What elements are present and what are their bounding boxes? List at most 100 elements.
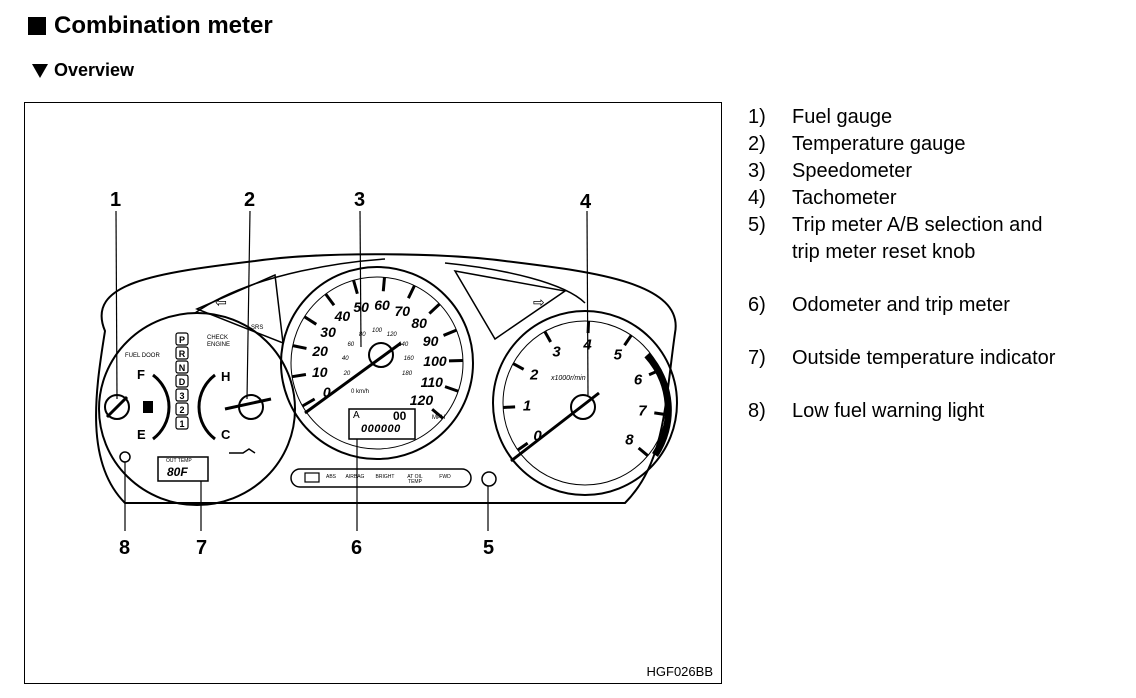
legend-item: 3)Speedometer bbox=[748, 158, 1092, 185]
tachometer-label: 0 bbox=[533, 427, 542, 445]
shift-letter: D bbox=[179, 377, 186, 387]
legend-text: Trip meter A/B selection and bbox=[792, 214, 1043, 236]
tachometer-needle bbox=[510, 391, 600, 463]
callout-1: 1 bbox=[110, 189, 122, 211]
speedometer-kmh-label: 160 bbox=[403, 355, 414, 362]
low-fuel-warning-light bbox=[119, 451, 131, 463]
tachometer-label: 3 bbox=[552, 343, 561, 361]
shift-box bbox=[175, 416, 189, 430]
speedometer-major-tick bbox=[407, 284, 416, 299]
speedometer-mph-label: 90 bbox=[422, 332, 439, 349]
legend-text: Temperature gauge bbox=[792, 133, 966, 155]
speedometer-mph-label: 80 bbox=[411, 315, 427, 332]
warning-light-strip bbox=[290, 468, 472, 488]
tachometer-hub bbox=[570, 394, 596, 420]
shift-letter: 1 bbox=[179, 419, 184, 429]
warning-light-label: AIRBAG bbox=[345, 474, 365, 480]
shift-box bbox=[175, 388, 189, 402]
speedometer-bezel bbox=[280, 266, 474, 460]
speedometer-major-tick bbox=[428, 302, 441, 315]
speedometer-mph-label: 40 bbox=[334, 308, 351, 325]
left-turn-hood bbox=[195, 273, 284, 345]
temp-cold-label: C bbox=[221, 427, 231, 442]
legend-text: Low fuel warning light bbox=[792, 400, 985, 422]
tachometer-major-tick bbox=[516, 441, 529, 452]
shift-letter: 2 bbox=[179, 405, 184, 415]
tachometer-label: 4 bbox=[583, 336, 592, 354]
figure-code: HGF026BB bbox=[646, 664, 713, 679]
odometer-display bbox=[348, 408, 416, 440]
page-title-text: Combination meter bbox=[54, 12, 273, 39]
speedometer-mph-label: 120 bbox=[409, 392, 434, 409]
fuel-full-label: F bbox=[137, 367, 145, 382]
legend-item: 1)Fuel gauge bbox=[748, 104, 1092, 131]
left-gauge-pod bbox=[98, 312, 296, 506]
tachometer-major-tick bbox=[654, 411, 667, 417]
speedometer-mph-label: 110 bbox=[420, 374, 443, 391]
tachometer-unit: x1000r/min bbox=[551, 375, 586, 382]
speedometer-major-tick bbox=[303, 315, 318, 326]
cluster-housing bbox=[95, 253, 677, 504]
check-engine-label: CHECK ENGINE bbox=[207, 335, 231, 348]
legend-item: 2) Temperature gauge bbox=[748, 131, 1092, 158]
triangle-down-icon bbox=[32, 63, 48, 78]
tachometer-label: 2 bbox=[529, 366, 539, 384]
legend-number: 5) bbox=[748, 214, 766, 236]
fuel-pump-icon bbox=[143, 401, 153, 413]
tachometer-label: 5 bbox=[613, 346, 622, 364]
callout-8: 8 bbox=[119, 537, 131, 559]
tachometer-label: 7 bbox=[638, 402, 647, 420]
section-subtitle: Overview bbox=[32, 60, 134, 81]
trip-letter: A bbox=[353, 410, 360, 421]
tachometer-major-tick bbox=[623, 334, 633, 347]
speedometer-mph-label: 10 bbox=[311, 364, 328, 381]
trip-value: 00 bbox=[393, 409, 407, 423]
fuel-door-label: FUEL DOOR bbox=[125, 353, 160, 359]
speedometer-major-tick bbox=[291, 372, 307, 379]
out-temp-label: OUT TEMP bbox=[166, 458, 192, 464]
left-turn-arrow-icon: ⇦ bbox=[215, 295, 227, 311]
trip-reset-knob[interactable] bbox=[481, 471, 497, 487]
legend-text: trip meter reset knob bbox=[792, 241, 976, 263]
out-temp-value: 80F bbox=[167, 465, 188, 479]
tachometer-major-tick bbox=[543, 330, 552, 343]
legend-text: Fuel gauge bbox=[792, 106, 893, 128]
speedometer-major-tick bbox=[444, 385, 459, 393]
speedometer-kmh-label: 100 bbox=[371, 328, 383, 334]
legend-item: 4)Tachometer bbox=[748, 185, 1092, 212]
callout-7: 7 bbox=[196, 537, 208, 559]
speedometer-mph-label: 50 bbox=[353, 299, 369, 316]
speedometer-kmh-label: 60 bbox=[347, 341, 355, 348]
legend-item: 6)Odometer and trip meter bbox=[748, 292, 1092, 319]
shift-box bbox=[175, 374, 189, 388]
speedometer-major-tick bbox=[324, 293, 336, 307]
temp-hot-label: H bbox=[221, 369, 231, 384]
warning-light-label: BRIGHT bbox=[375, 474, 395, 480]
legend-item: trip meter reset knob bbox=[748, 239, 1092, 266]
shift-box bbox=[175, 360, 189, 374]
tachometer-redzone bbox=[644, 352, 672, 457]
srs-label: SRS bbox=[251, 325, 264, 331]
legend-number: 2) bbox=[748, 133, 766, 155]
warning-light-label: AT OIL TEMP bbox=[407, 474, 423, 485]
speedometer-major-tick bbox=[292, 344, 307, 350]
legend-text: Outside temperature indicator bbox=[792, 347, 1056, 369]
shift-letter: P bbox=[179, 335, 185, 345]
speedometer-needle bbox=[304, 341, 402, 415]
speedometer-mph-label: 20 bbox=[312, 343, 328, 360]
speedometer-major-tick bbox=[442, 328, 458, 337]
speedometer-major-tick bbox=[352, 279, 359, 295]
warning-light-label: FWD bbox=[439, 474, 451, 480]
right-turn-hood bbox=[453, 269, 567, 341]
speedometer-major-tick bbox=[381, 277, 386, 292]
tachometer-major-tick bbox=[637, 446, 649, 457]
legend-number: 4) bbox=[748, 187, 766, 209]
callout-6: 6 bbox=[351, 537, 363, 559]
legend-item: 7)Outside temperature indicator bbox=[748, 345, 1092, 372]
speedometer-mph-label: 30 bbox=[320, 323, 336, 340]
callout-5: 5 bbox=[483, 537, 495, 559]
